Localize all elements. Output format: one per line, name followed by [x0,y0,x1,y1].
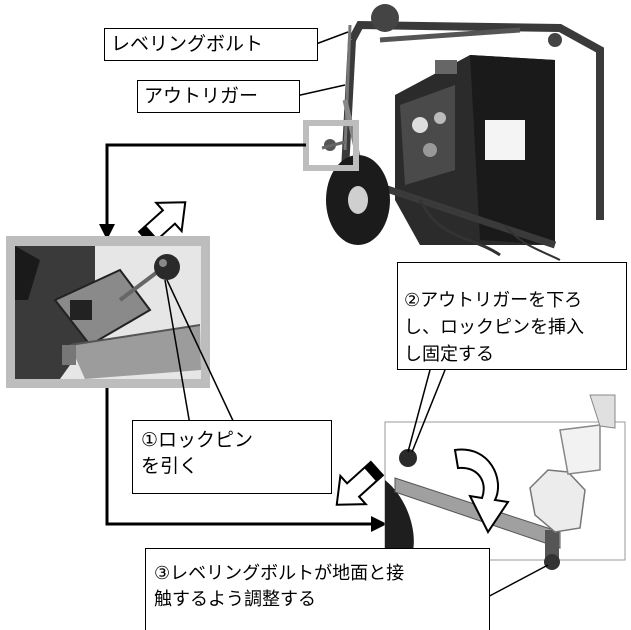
lockpin-photo [6,236,210,388]
outrigger-label: アウトリガー [137,80,300,113]
connector-arrowhead-1 [99,224,115,240]
step2-pointer-2 [411,369,446,453]
outrigger-leader [295,84,346,97]
step2-pointer [407,369,431,453]
outrigger-photo [384,394,626,570]
step1-pointer-2 [166,279,236,426]
leveling-bolt-label: レベリングボルト [104,28,318,61]
insert-arrow-icon [335,460,385,506]
connector-line-2 [105,388,375,526]
connector-arrowhead-2 [371,516,387,532]
step1-callout: ①ロックピン を引く [132,420,332,494]
pin-small-rod [321,140,346,150]
step3-pointer [481,564,549,601]
step3-callout: ③レベリングボルトが地面と接 触するよう調整する [145,548,490,630]
step2-callout: ②アウトリガーを下ろ し、ロックピンを挿入 し固定する [397,262,627,370]
connector-line-1 [105,143,306,228]
rotate-arrow-icon [453,448,510,534]
leveling-bolt-leader [315,31,349,45]
step1-pointer [164,279,191,426]
generator-machine [326,4,604,261]
